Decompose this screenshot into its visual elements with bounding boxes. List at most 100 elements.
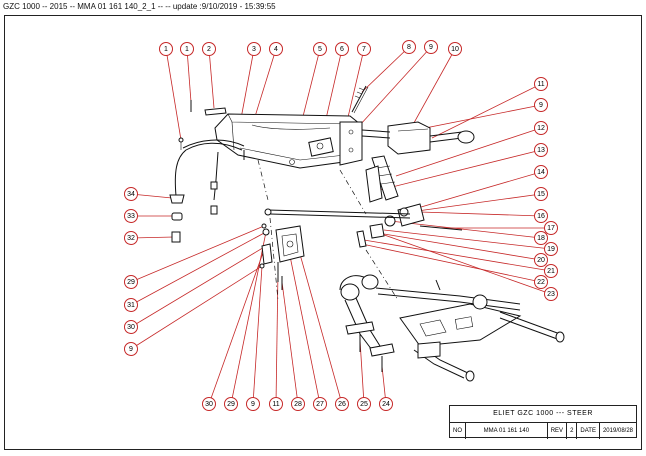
callout-label: 12: [537, 125, 545, 132]
callout-9: 9: [124, 342, 138, 356]
callout-circle: [159, 42, 173, 56]
callout-circle: [124, 231, 138, 245]
callout-6: 6: [335, 42, 349, 56]
callout-label: 21: [547, 268, 555, 275]
callout-9: 9: [246, 397, 260, 411]
leader-line-19: [383, 229, 552, 250]
leader-line-3: [239, 48, 255, 125]
callout-circle: [124, 298, 138, 312]
rev-label: REV: [548, 423, 568, 439]
callout-27: 27: [313, 397, 327, 411]
leader-line-1: [186, 48, 192, 103]
callout-20: 20: [534, 253, 548, 267]
title-block-row: NO MMA 01 161 140 REV 2 DATE 2019/08/28: [450, 423, 636, 439]
callout-23: 23: [544, 287, 558, 301]
callout-circle: [534, 121, 548, 135]
callout-circle: [357, 42, 371, 56]
leader-line-10: [409, 48, 456, 131]
no-label: NO: [450, 423, 466, 439]
leader-line-16: [419, 211, 542, 217]
callout-label: 28: [294, 401, 302, 408]
callout-17: 17: [544, 221, 558, 235]
callout-16: 16: [534, 209, 548, 223]
callout-circle: [246, 397, 260, 411]
callout-label: 10: [451, 46, 459, 53]
leader-line-14: [403, 171, 542, 213]
callout-label: 23: [547, 291, 555, 298]
callout-circle: [313, 42, 327, 56]
callout-circle: [124, 342, 138, 356]
callout-4: 4: [269, 42, 283, 56]
callout-label: 24: [382, 401, 390, 408]
callout-label: 1: [164, 46, 168, 53]
callout-label: 19: [547, 246, 555, 253]
callout-31: 31: [124, 298, 138, 312]
callout-label: 30: [205, 401, 213, 408]
leader-line-13: [379, 149, 542, 191]
callout-29: 29: [124, 275, 138, 289]
callout-label: 1: [185, 46, 189, 53]
leader-line-23: [375, 231, 552, 295]
callout-18: 18: [534, 231, 548, 245]
leader-line-9: [359, 46, 432, 126]
callout-12: 12: [534, 121, 548, 135]
callout-label: 29: [127, 279, 135, 286]
callout-label: 15: [537, 191, 545, 198]
leader-line-30: [130, 245, 267, 328]
callout-circle: [534, 275, 548, 289]
callout-11: 11: [534, 77, 548, 91]
callout-circle: [534, 143, 548, 157]
date-value: 2019/08/28: [602, 428, 633, 434]
callout-19: 19: [544, 242, 558, 256]
callout-circle: [379, 397, 393, 411]
callout-24: 24: [379, 397, 393, 411]
leader-line-9: [252, 265, 263, 405]
callout-circle: [313, 397, 327, 411]
leader-line-30: [208, 249, 265, 405]
callout-circle: [544, 242, 558, 256]
callout-label: 33: [127, 213, 135, 220]
callout-label: 18: [537, 235, 545, 242]
callout-label: 29: [227, 401, 235, 408]
callout-label: 4: [274, 46, 278, 53]
leader-line-12: [395, 127, 542, 177]
callout-label: 30: [127, 324, 135, 331]
callout-circle: [534, 77, 548, 91]
callout-circle: [202, 397, 216, 411]
callout-circle: [247, 42, 261, 56]
callout-circle: [124, 320, 138, 334]
callout-label: 9: [539, 102, 543, 109]
callout-circle: [534, 253, 548, 267]
leader-line-32: [130, 236, 175, 239]
callout-14: 14: [534, 165, 548, 179]
leader-line-18: [389, 220, 542, 239]
callout-label: 16: [537, 213, 545, 220]
callout-label: 6: [340, 46, 344, 53]
callout-label: 9: [251, 401, 255, 408]
callout-label: 20: [537, 257, 545, 264]
callout-label: 5: [318, 46, 322, 53]
callout-label: 34: [127, 191, 135, 198]
callout-label: 22: [537, 279, 545, 286]
callout-7: 7: [357, 42, 371, 56]
callout-label: 9: [429, 44, 433, 51]
callout-15: 15: [534, 187, 548, 201]
callout-label: 11: [537, 81, 544, 88]
callout-label: 14: [537, 169, 545, 176]
callout-circle: [269, 42, 283, 56]
leader-line-1: [165, 48, 182, 141]
callout-30: 30: [202, 397, 216, 411]
callout-circle: [291, 397, 305, 411]
callout-circle: [124, 275, 138, 289]
title-block-title: ELIET GZC 1000 --- STEER: [450, 406, 636, 423]
leader-line-20: [371, 231, 542, 261]
callout-13: 13: [534, 143, 548, 157]
callout-circle: [544, 264, 558, 278]
callout-label: 32: [127, 235, 135, 242]
callout-circle: [402, 40, 416, 54]
callout-label: 27: [316, 401, 324, 408]
leader-line-27: [289, 255, 321, 405]
callout-29: 29: [224, 397, 238, 411]
